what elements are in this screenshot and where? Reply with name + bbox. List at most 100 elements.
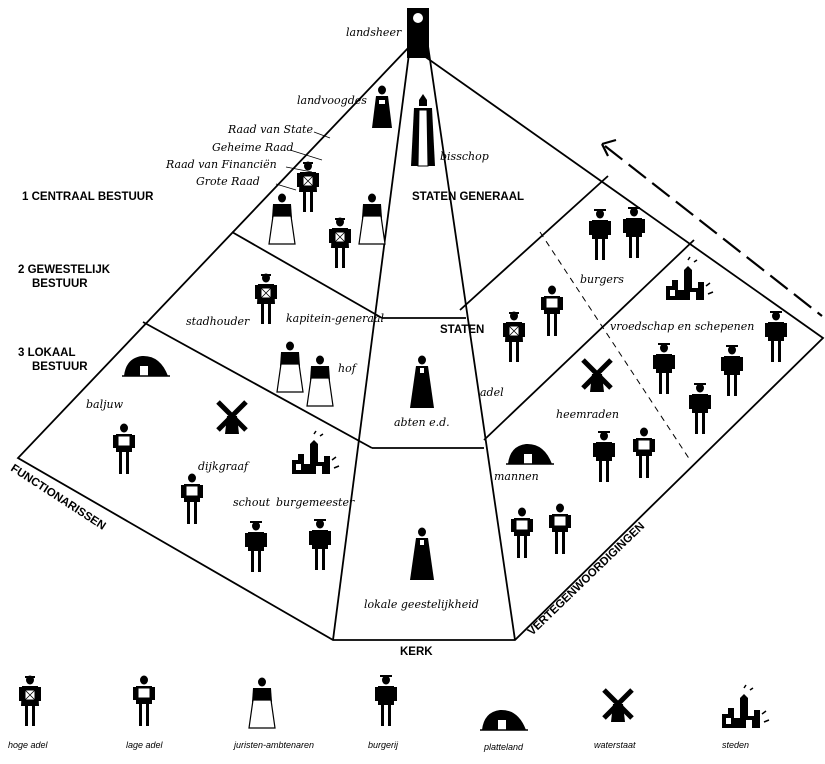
level-line-left-2 [142,321,373,449]
legend-label: steden [722,740,749,750]
label-grote-raad: Grote Raad [196,175,260,188]
city-icon [291,430,340,475]
abbot-figure-icon [410,355,434,408]
legend-item-juristen: juristen-ambtenaren [233,676,314,750]
arrow-head-icon [601,138,617,157]
legend-label: waterstaat [594,740,636,750]
vroedschap-figure-icon-4 [689,383,711,434]
burgers-figure-icon-2 [623,207,645,258]
countryside-icon [479,709,529,731]
city-icon [721,684,770,729]
pyramid-structure [16,44,825,641]
hof-jurist-figure-icon [276,340,304,393]
label-mannen: mannen [494,470,539,483]
countryside-icon [121,355,171,377]
level-label-local-2: BESTUUR [32,361,88,373]
council-jurist-figure-icon [268,192,296,245]
legend-item-hoge-adel: hoge adel [8,675,49,750]
label-burgemeester: burgemeester [276,496,355,509]
legend-label: juristen-ambtenaren [233,740,314,750]
mannen-figure-icon-2 [548,503,572,555]
legend-item-lage-adel: lage adel [126,675,164,750]
level-line-right-1 [459,175,609,311]
windmill-icon-right [583,360,611,392]
legend-label: burgerij [368,740,399,750]
windmill-icon [604,690,632,722]
label-heemraden: heemraden [556,408,619,421]
baljuw-figure-icon [112,423,136,475]
label-stadhouder: stadhouder [186,315,250,328]
landsheer-figure-icon [407,8,429,58]
label-landsheer: landsheer [346,26,402,39]
burgers-figure-icon [589,209,611,260]
jurist-figure-icon [248,676,276,729]
label-raad-van-state: Raad van State [227,123,313,136]
dijkgraaf-figure-icon [180,473,204,525]
dashed-arrow-line [604,145,823,317]
label-burgers: burgers [580,273,624,286]
label-schout: schout [233,496,271,509]
citizen-figure-icon [375,675,397,726]
clergy-figure-icon [410,527,434,580]
legend-item-platteland: platteland [479,709,529,752]
label-landvoogdes: landvoogdes [297,94,367,107]
label-dijkgraaf: dijkgraaf [198,460,250,473]
legend: hoge adel lage adel juristen-ambtenaren … [8,675,770,752]
legend-item-steden: steden [721,684,770,750]
label-bisschop: bisschop [440,150,489,163]
label-vroedschap: vroedschap en schepenen [610,320,754,333]
side-label-representations: VERTEGENWOORDIGINGEN [526,520,647,638]
landvoogdes-figure-icon [372,85,392,128]
schout-figure-icon [245,521,267,572]
bishop-figure-icon [411,94,435,167]
legend-label: platteland [483,742,524,752]
legend-label: lage adel [126,740,164,750]
level-line-right-2 [483,239,695,441]
church-left-edge [332,45,411,641]
level-line-left-1 [231,231,383,319]
label-hof: hof [338,362,358,375]
countryside-icon-right [505,443,555,465]
council-noble-figure-icon-2 [328,217,352,269]
vroedschap-figure-icon-2 [653,343,675,394]
label-baljuw: baljuw [86,398,124,411]
lower-noble-figure-icon [132,675,156,727]
level-label-central: 1 CENTRAAL BESTUUR [22,191,154,203]
burgemeester-figure-icon [309,519,331,570]
council-jurist-figure-icon-2 [358,192,386,245]
council-noble-figure-icon [296,161,320,213]
city-icon-right [665,256,714,301]
legend-item-waterstaat: waterstaat [594,690,636,750]
level-label-regional-2: BESTUUR [32,278,88,290]
label-kapitein-generaal: kapitein-generaal [286,312,385,325]
side-label-officials: FUNCTIONARISSEN [8,462,107,532]
council-labels: Raad van State Geheime Raad Raad van Fin… [165,123,331,191]
label-adel: adel [480,386,504,399]
level-label-local-1: 3 LOKAAL [18,347,76,359]
level-label-regional-1: 2 GEWESTELIJK [18,264,111,276]
vroedschap-figure-icon-3 [721,345,743,396]
legend-item-burgerij: burgerij [368,675,399,750]
label-lokale-geestelijkheid: lokale geestelijkheid [364,598,479,611]
legend-label: hoge adel [8,740,49,750]
label-raad-van-financien: Raad van Financiën [165,158,277,171]
dashed-divider [539,231,691,461]
heemraden-figure-icon-2 [632,427,656,479]
label-abten: abten e.d. [394,416,450,429]
stadhouder-figure-icon [254,273,278,325]
pyramid-outline [16,44,825,641]
church-right-edge [427,45,516,641]
mannen-figure-icon [510,507,534,559]
label-geheime-raad: Geheime Raad [212,141,294,154]
windmill-icon [218,402,246,434]
hof-jurist-figure-icon-2 [306,354,334,407]
bottom-label-church: KERK [400,646,433,658]
center-label-states-general: STATEN GENERAAL [412,191,524,203]
adel-noble-figure-icon [502,311,526,363]
vroedschap-figure-icon [765,311,787,362]
center-label-states: STATEN [440,324,484,336]
noble-figure-icon [18,675,42,727]
adel-lower-figure-icon [540,285,564,337]
heemraden-figure-icon [593,431,615,482]
